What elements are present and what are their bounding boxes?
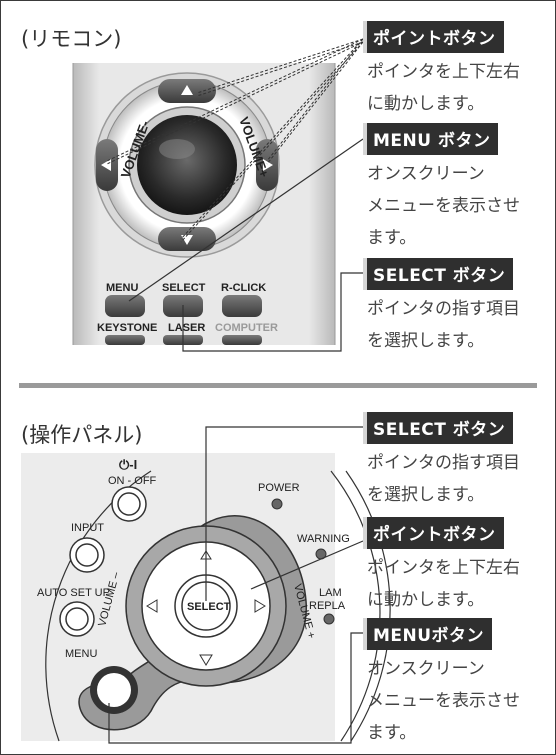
panel-warning-label: WARNING (297, 533, 350, 545)
panel-arrow-right-icon[interactable] (254, 599, 266, 613)
remote-arrow-right[interactable] (256, 139, 278, 191)
remote-solid-leaders (128, 138, 364, 352)
remote-menu-button[interactable] (105, 295, 145, 317)
panel-select-badge: SELECT ボタン (363, 412, 514, 444)
remote-pointer-badge: ポイントボタン (363, 21, 504, 53)
panel-onoff-label: ON - OFF (108, 475, 157, 487)
panel-power-label: POWER (258, 482, 300, 494)
panel-menu-button[interactable] (90, 666, 138, 714)
panel-select-text: SELECT (187, 601, 231, 613)
panel-onoff-button[interactable] (111, 486, 147, 522)
remote-laser-label: LASER (168, 322, 205, 334)
panel-pointer-badge: ポイントボタン (363, 517, 504, 549)
panel-arrow-down-icon[interactable] (199, 654, 213, 666)
panel-power-led (271, 498, 283, 510)
remote-rclick-label: R-CLICK (221, 282, 266, 294)
panel-menu-badge: MENUボタン (363, 618, 493, 650)
panel-lamp-led (323, 613, 335, 625)
panel-power-symbol: ⏻-I (119, 457, 137, 472)
remote-button-row: MENU SELECT R-CLICK KEYSTONE LASER COMPU… (97, 282, 278, 345)
panel-menu-desc: オンスクリーン メニューを表示させ ます。 (367, 659, 520, 743)
remote-section-title: (リモコン) (21, 27, 122, 51)
remote-arrow-up[interactable] (158, 79, 216, 103)
remote-keystone-button[interactable] (105, 335, 145, 345)
remote-arrow-down[interactable] (158, 227, 216, 251)
remote-rclick-button[interactable] (222, 295, 262, 317)
panel-replace-label: REPLA (309, 600, 346, 612)
panel-leaders (108, 426, 364, 744)
remote-arrow-left[interactable] (96, 139, 118, 191)
panel-input-label: INPUT (71, 522, 104, 534)
panel-input-button[interactable] (69, 537, 105, 573)
remote-computer-label: COMPUTER (215, 322, 278, 334)
panel-section-title: (操作パネル) (21, 423, 143, 447)
remote-menu-label: MENU (106, 282, 138, 294)
remote-select-label: SELECT (162, 282, 206, 294)
panel-autosetup-label: AUTO SET UP (37, 587, 110, 599)
panel-menu-text: MENU (65, 648, 97, 660)
remote-dpad (94, 72, 280, 258)
remote-pointer-desc: ポインタを上下左右 に動かします。 (367, 62, 520, 114)
remote-computer-button[interactable] (222, 335, 262, 345)
remote-menu-desc: オンスクリーン メニューを表示させ ます。 (367, 164, 520, 248)
remote-select-badge: SELECT ボタン (363, 258, 514, 290)
panel-arrow-left-icon[interactable] (146, 599, 158, 613)
panel-select-desc: ポインタの指す項目 を選択します。 (367, 453, 520, 505)
panel-pointer-desc: ポインタを上下左右 に動かします。 (367, 558, 520, 610)
panel-autosetup-button[interactable] (59, 601, 95, 637)
panel-lamp-label: LAM (319, 587, 342, 599)
remote-menu-badge: MENU ボタン (363, 123, 499, 155)
section-divider (19, 383, 537, 388)
remote-keystone-label: KEYSTONE (97, 322, 157, 334)
remote-select-desc: ポインタの指す項目 を選択します。 (367, 299, 520, 351)
remote-pointer-leaders (106, 38, 364, 243)
